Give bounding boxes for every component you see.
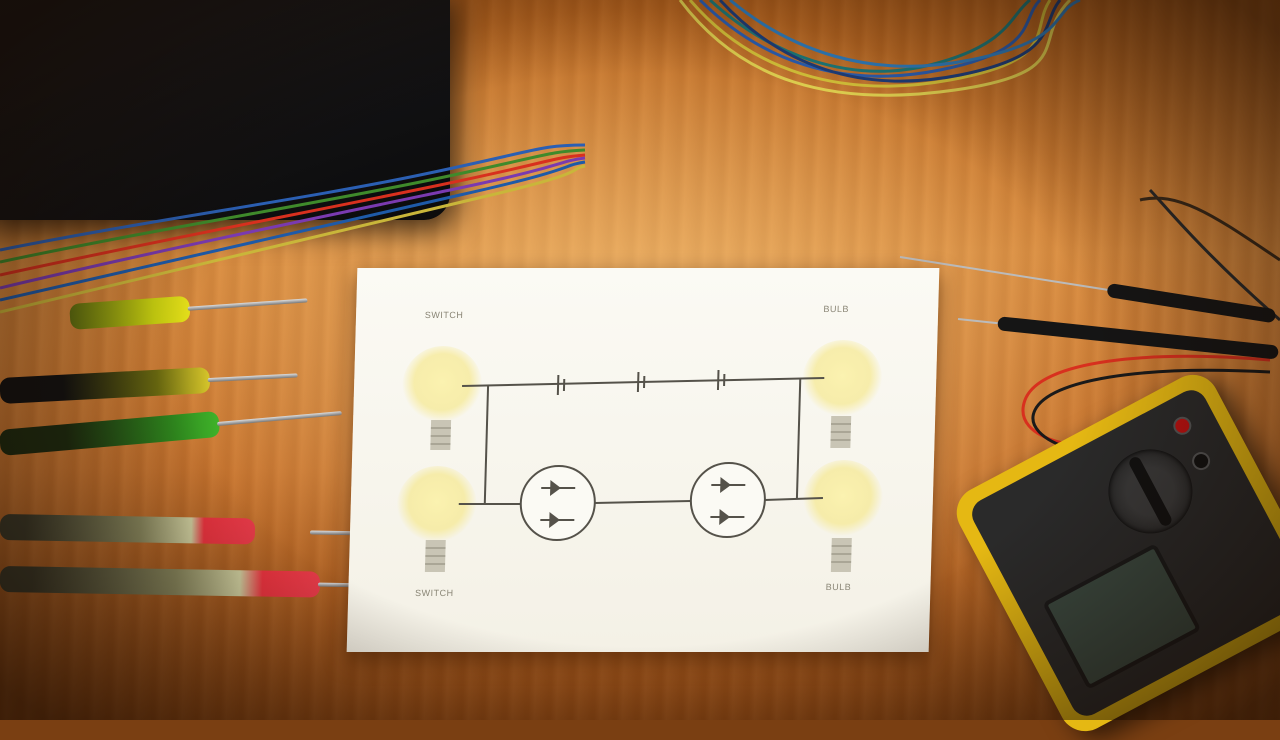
bulb-label-top-left: SWITCH (414, 310, 474, 320)
bulb-label-top-right: BULB (806, 304, 866, 314)
switch-circle-icon (520, 466, 596, 540)
battery-cell-icon (558, 375, 565, 395)
multimeter-display (1042, 543, 1201, 690)
multimeter-jack-black (1189, 449, 1213, 473)
circuit-wires (459, 378, 827, 504)
circuit-diagram-sheet: SWITCH BULB SWITCH BULB (347, 268, 940, 652)
multimeter-dial-icon (1094, 435, 1208, 549)
light-bulb-icon (801, 460, 884, 572)
light-bulb-icon (800, 340, 883, 448)
wire-bundle-top (680, 0, 1080, 95)
light-bulb-icon (400, 346, 483, 450)
multimeter-jack-red (1170, 414, 1194, 438)
bulb-label-bottom-right: BULB (808, 582, 868, 592)
switch-circle-icon (690, 463, 766, 537)
light-bulb-icon (395, 466, 478, 572)
bulb-label-bottom-left: SWITCH (404, 588, 464, 598)
